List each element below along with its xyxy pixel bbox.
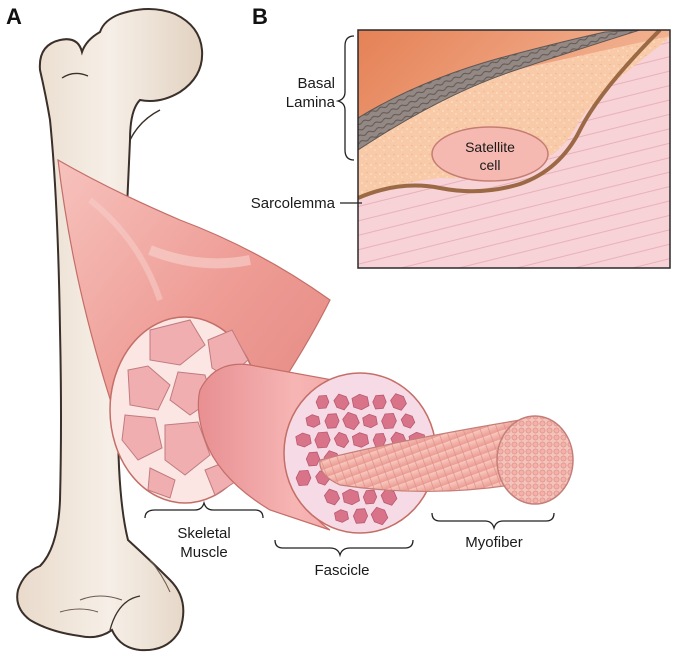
label-basal-lamina-line2: Lamina	[286, 94, 336, 111]
fascicle-cell	[333, 431, 350, 449]
fascicle-cell	[333, 393, 350, 411]
fascicle-cell	[380, 488, 398, 506]
inset-panel-b	[357, 29, 671, 269]
fascicle-cell	[370, 506, 389, 526]
fascicle-cell	[342, 488, 360, 506]
bracket-myofiber	[431, 512, 555, 531]
fascicle-cell	[305, 414, 321, 428]
fascicle-cell	[305, 451, 321, 467]
fascicle-cell	[324, 413, 340, 429]
fascicle-cell	[334, 509, 349, 523]
label-fascicle: Fascicle	[314, 562, 369, 579]
fascicle-cell	[314, 431, 331, 449]
fascicle-cell	[362, 413, 378, 429]
label-satellite-line1: Satellite	[465, 139, 515, 155]
label-satellite-line2: cell	[479, 157, 500, 173]
bracket-basal-lamina	[335, 35, 355, 161]
fascicle-cell	[400, 413, 416, 429]
panel-letter-a: A	[6, 4, 22, 29]
fascicle-cell	[295, 432, 312, 448]
label-sarcolemma: Sarcolemma	[251, 195, 336, 212]
panel-letter-b: B	[252, 4, 268, 29]
myofiber	[319, 415, 574, 505]
fascicle-cell	[315, 394, 330, 410]
fascicle-cell	[352, 508, 369, 524]
fascicle-cell	[362, 489, 378, 505]
fascicle-cell	[323, 488, 341, 506]
inset-frame	[357, 29, 671, 269]
fascicle-cell	[351, 393, 370, 411]
fascicle-cell	[351, 432, 370, 448]
bracket-skeletal-muscle	[144, 500, 264, 519]
fascicle-cell	[372, 394, 387, 410]
fascicle-cell	[390, 393, 407, 411]
label-myofiber: Myofiber	[465, 534, 523, 551]
fascicle-cell	[372, 432, 387, 448]
fascicle-cell	[342, 411, 360, 431]
bracket-fascicle	[274, 539, 414, 558]
satellite-cell	[431, 126, 549, 182]
fascicle-cell	[381, 412, 397, 430]
label-skeletal-line2: Muscle	[180, 544, 228, 561]
label-skeletal-line1: Skeletal	[177, 525, 230, 542]
fascicle-cell	[295, 469, 312, 487]
label-basal-lamina-line1: Basal	[297, 75, 335, 92]
